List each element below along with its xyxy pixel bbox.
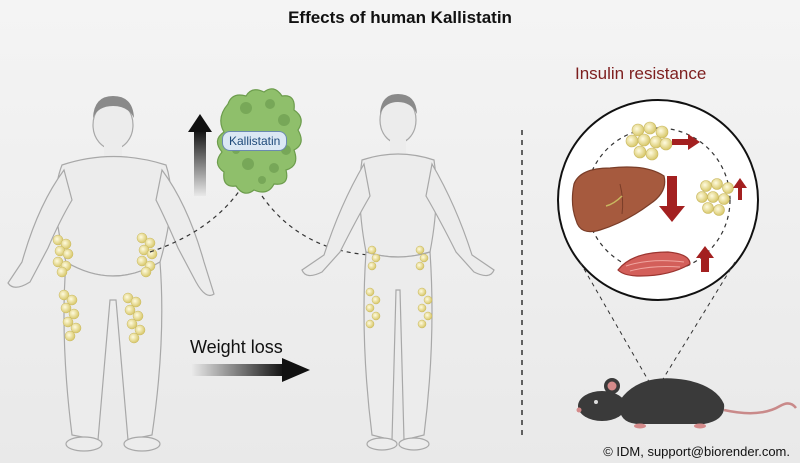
mouse-icon: [576, 378, 797, 429]
credit-text: © IDM, support@biorender.com.: [603, 444, 790, 459]
zoom-line-left: [579, 261, 656, 393]
adipose-icon-right: [696, 178, 734, 216]
up-arrow-icon-right: [733, 178, 747, 200]
obese-person-icon: [7, 96, 215, 452]
up-arrow-icon-muscle: [696, 246, 714, 272]
lean-person-icon: [301, 94, 495, 451]
liver-icon: [571, 166, 666, 233]
figure-title: Effects of human Kallistatin: [288, 8, 512, 27]
connector-obese-to-protein: [149, 189, 241, 253]
muscle-icon: [617, 251, 691, 277]
weight-loss-arrow-icon: [192, 358, 310, 382]
kallistatin-label: Kallistatin: [222, 131, 288, 151]
zoom-line-right: [654, 261, 736, 393]
down-arrow-icon: [659, 176, 685, 222]
connector-protein-to-lean: [261, 195, 371, 256]
adipose-icon: [625, 121, 673, 161]
insulin-arrows: [659, 134, 747, 272]
insulin-resistance-title: Insulin resistance: [575, 64, 707, 83]
weight-loss-label: Weight loss: [190, 337, 283, 357]
right-arrow-icon: [672, 134, 700, 150]
increase-arrow-icon: [188, 114, 212, 196]
